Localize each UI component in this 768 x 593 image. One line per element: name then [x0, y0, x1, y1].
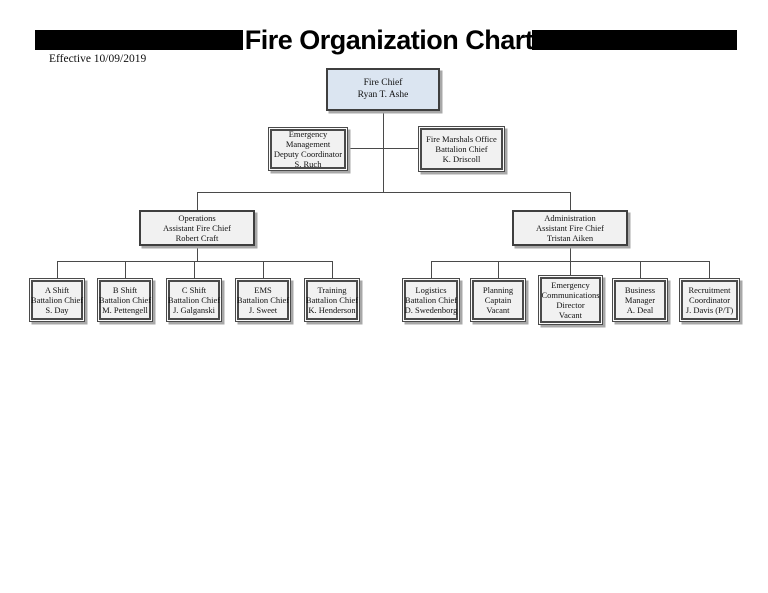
- org-node-logistics: Logistics Battalion Chief D. Swedenborg: [402, 278, 460, 322]
- connector-chief-drop: [383, 111, 384, 193]
- node-line: Captain: [484, 294, 512, 305]
- org-node-fire-marshals-office: Fire Marshals Office Battalion Chief K. …: [418, 126, 505, 172]
- node-line: Battalion Chief: [30, 294, 84, 305]
- node-line: Fire Chief: [363, 78, 403, 89]
- connector-main-horizontal: [197, 192, 571, 193]
- org-node-emergency-communications: Emergency Communications Director Vacant: [538, 275, 603, 325]
- node-line: Operations: [178, 212, 216, 223]
- node-line: Fire Marshals Office: [426, 133, 497, 144]
- node-line: J. Sweet: [248, 305, 278, 316]
- node-line: Planning: [482, 284, 514, 295]
- node-line: Director: [556, 300, 585, 310]
- node-line: K. Henderson: [308, 305, 356, 316]
- node-line: A Shift: [44, 284, 70, 295]
- connector-operations-riser: [197, 192, 198, 210]
- connector-administration-riser: [570, 192, 571, 210]
- node-line: J. Galganski: [172, 305, 216, 316]
- node-line: EMS: [254, 284, 272, 295]
- node-line: Emergency: [288, 128, 328, 139]
- node-line: Emergency: [551, 279, 590, 290]
- org-node-emergency-management: Emergency Management Deputy Coordinator …: [268, 127, 348, 171]
- connector-administration-drop: [570, 246, 571, 261]
- org-node-planning: Planning Captain Vacant: [470, 278, 526, 322]
- connector-fire-marshals-stub: [383, 148, 418, 149]
- title-bar-right: [532, 30, 737, 50]
- org-node-a-shift: A Shift Battalion Chief S. Day: [29, 278, 85, 322]
- effective-date: Effective 10/09/2019: [49, 53, 147, 65]
- connector-emergency-communications-drop: [570, 261, 571, 275]
- connector-logistics-drop: [431, 261, 432, 278]
- org-node-b-shift: B Shift Battalion Chief M. Pettengell: [97, 278, 153, 322]
- node-line: D. Swedenborg: [404, 305, 458, 316]
- connector-a-shift-drop: [57, 261, 58, 278]
- node-line: J. Davis (P/T): [685, 305, 734, 316]
- connector-recruitment-drop: [709, 261, 710, 278]
- node-line: Vacant: [558, 310, 583, 321]
- connector-c-shift-drop: [194, 261, 195, 278]
- node-line: Communications: [541, 289, 600, 300]
- org-node-operations: Operations Assistant Fire Chief Robert C…: [139, 210, 255, 246]
- node-line: Logistics: [415, 284, 447, 295]
- node-line: Robert Craft: [175, 233, 219, 244]
- node-line: Assistant Fire Chief: [163, 222, 231, 233]
- node-line: Ryan T. Ashe: [357, 89, 409, 100]
- connector-operations-horizontal: [57, 261, 333, 262]
- node-line: Tristan Aiken: [546, 233, 594, 244]
- connector-planning-drop: [498, 261, 499, 278]
- connector-business-manager-drop: [640, 261, 641, 278]
- org-node-recruitment: Recruitment Coordinator J. Davis (P/T): [679, 278, 740, 322]
- node-line: B Shift: [112, 284, 138, 295]
- connector-operations-drop: [197, 246, 198, 261]
- node-line: Assistant Fire Chief: [536, 222, 604, 233]
- page-title: Fire Organization Chart: [244, 25, 534, 55]
- node-line: Business: [624, 284, 656, 295]
- title-bar-left: [35, 30, 243, 50]
- node-line: Coordinator: [688, 294, 731, 305]
- node-line: S. Day: [45, 305, 69, 316]
- node-line: Training: [317, 284, 347, 295]
- node-line: M. Pettengell: [102, 305, 148, 316]
- org-node-training: Training Battalion Chief K. Henderson: [304, 278, 360, 322]
- node-line: Vacant: [486, 305, 510, 316]
- connector-ems-drop: [263, 261, 264, 278]
- node-line: Recruitment: [688, 284, 731, 295]
- org-node-administration: Administration Assistant Fire Chief Tris…: [512, 210, 628, 246]
- org-node-business-manager: Business Manager A. Deal: [612, 278, 668, 322]
- node-line: Battalion Chief: [98, 294, 152, 305]
- node-line: Battalion Chief: [404, 294, 458, 305]
- connector-emergency-management-stub: [348, 148, 383, 149]
- org-node-c-shift: C Shift Battalion Chief J. Galganski: [166, 278, 222, 322]
- node-line: Manager: [624, 294, 656, 305]
- node-line: K. Driscoll: [442, 154, 481, 165]
- connector-training-drop: [332, 261, 333, 278]
- org-node-fire-chief: Fire Chief Ryan T. Ashe: [326, 68, 440, 111]
- node-line: Battalion Chief: [167, 294, 221, 305]
- org-node-ems: EMS Battalion Chief J. Sweet: [235, 278, 291, 322]
- node-line: A. Deal: [626, 305, 654, 316]
- node-line: C Shift: [181, 284, 207, 295]
- node-line: S. Ruch: [294, 159, 322, 170]
- node-line: Administration: [544, 212, 596, 223]
- connector-b-shift-drop: [125, 261, 126, 278]
- node-line: Battalion Chief: [236, 294, 290, 305]
- node-line: Management: [285, 138, 331, 149]
- node-line: Deputy Coordinator: [273, 149, 343, 159]
- node-line: Battalion Chief: [435, 143, 488, 154]
- node-line: Battalion Chief: [305, 294, 359, 305]
